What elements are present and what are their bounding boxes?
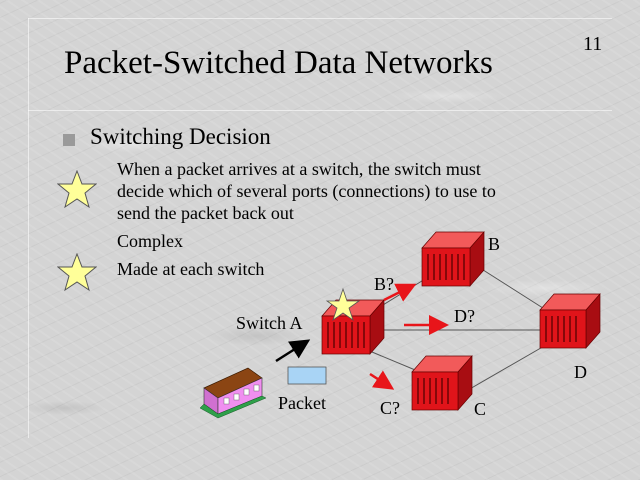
switch-b [421,231,485,287]
point-line-1: When a packet arrives at a switch, the s… [117,159,481,179]
route-c-label: C? [380,398,400,418]
slide-title: Packet-Switched Data Networks [64,45,493,81]
switch-b-label: B [488,234,501,254]
switch-a-label: Switch A [236,313,303,333]
point-line-2: decide which of several ports (connectio… [117,181,496,201]
switch-c [411,355,473,411]
switch-a [321,299,385,355]
star-icon [57,253,97,291]
link-a-c [371,351,421,373]
bullet-square-icon [63,134,75,146]
packet-label: Packet [278,393,326,413]
frame-mid-line [28,110,612,111]
slide-number: 11 [583,33,603,55]
route-c-arrow [369,370,395,390]
switch-d [539,293,601,349]
switch-c-label: C [474,399,487,419]
route-b-label: B? [374,274,394,294]
point-line-3: send the packet back out [117,203,294,223]
route-b-arrow [383,283,417,302]
star-icon [57,170,97,208]
frame-left-line [28,18,29,438]
point-complex: Complex [117,231,183,251]
route-d-label: D? [454,306,475,326]
incoming-packet-arrow [275,339,311,363]
frame-top-line [28,18,612,19]
link-b-d [479,267,547,311]
switch-d-label: D [574,362,587,382]
point-made-at-each-switch: Made at each switch [117,259,265,279]
house-icon [199,367,267,419]
bullet-heading: Switching Decision [90,124,271,149]
link-c-d [467,344,547,391]
star-icon [325,287,361,322]
packet-box [287,366,327,385]
